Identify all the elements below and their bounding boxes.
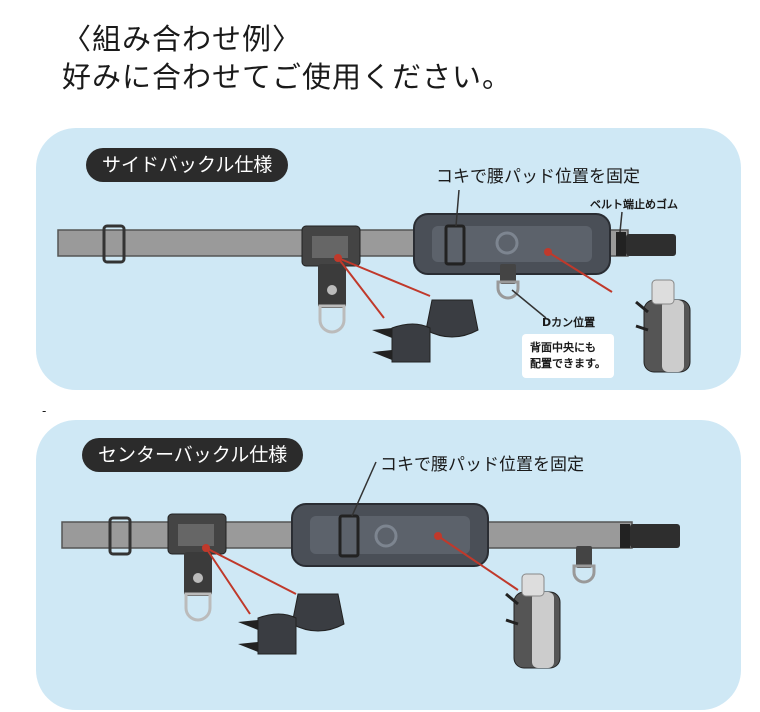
heading: 〈組み合わせ例〉 好みに合わせてご使用ください。	[62, 20, 512, 96]
belt-buckle	[626, 234, 676, 256]
note-line-1: 背面中央にも	[530, 341, 596, 354]
koki-label: コキで腰パッド位置を固定	[380, 455, 584, 475]
d-ring	[496, 280, 520, 300]
koki-slider	[338, 514, 360, 558]
holster-cap-2	[257, 613, 297, 655]
koki-slider	[444, 224, 466, 266]
holster-cap	[291, 593, 345, 632]
belt-slider	[108, 516, 132, 556]
holster-cap-2	[391, 323, 431, 363]
heading-line-1: 〈組み合わせ例〉	[62, 22, 303, 56]
belt-slider	[102, 224, 126, 264]
back-center-note: 背面中央にも 配置できます。	[522, 334, 614, 378]
note-line-2: 配置できます。	[530, 357, 606, 370]
side-buckle-belt-illustration	[57, 189, 691, 373]
center-buckle-tag: センターバックル仕様	[82, 438, 304, 472]
separator-mark: -	[42, 404, 47, 418]
side-buckle-tag: サイドバックル仕様	[86, 148, 289, 182]
d-ring	[572, 564, 596, 584]
belt-buckle	[630, 524, 680, 548]
heading-line-2: 好みに合わせてご使用ください。	[62, 60, 513, 94]
holster-cap	[425, 299, 479, 338]
center-buckle-belt-illustration	[61, 461, 680, 669]
belt-end-rubber-label: ベルト端止めゴム	[590, 198, 678, 211]
d-kan-label: Dカン位置	[542, 316, 596, 329]
koki-label: コキで腰パッド位置を固定	[436, 167, 640, 187]
belt-end-rubber	[616, 232, 626, 256]
